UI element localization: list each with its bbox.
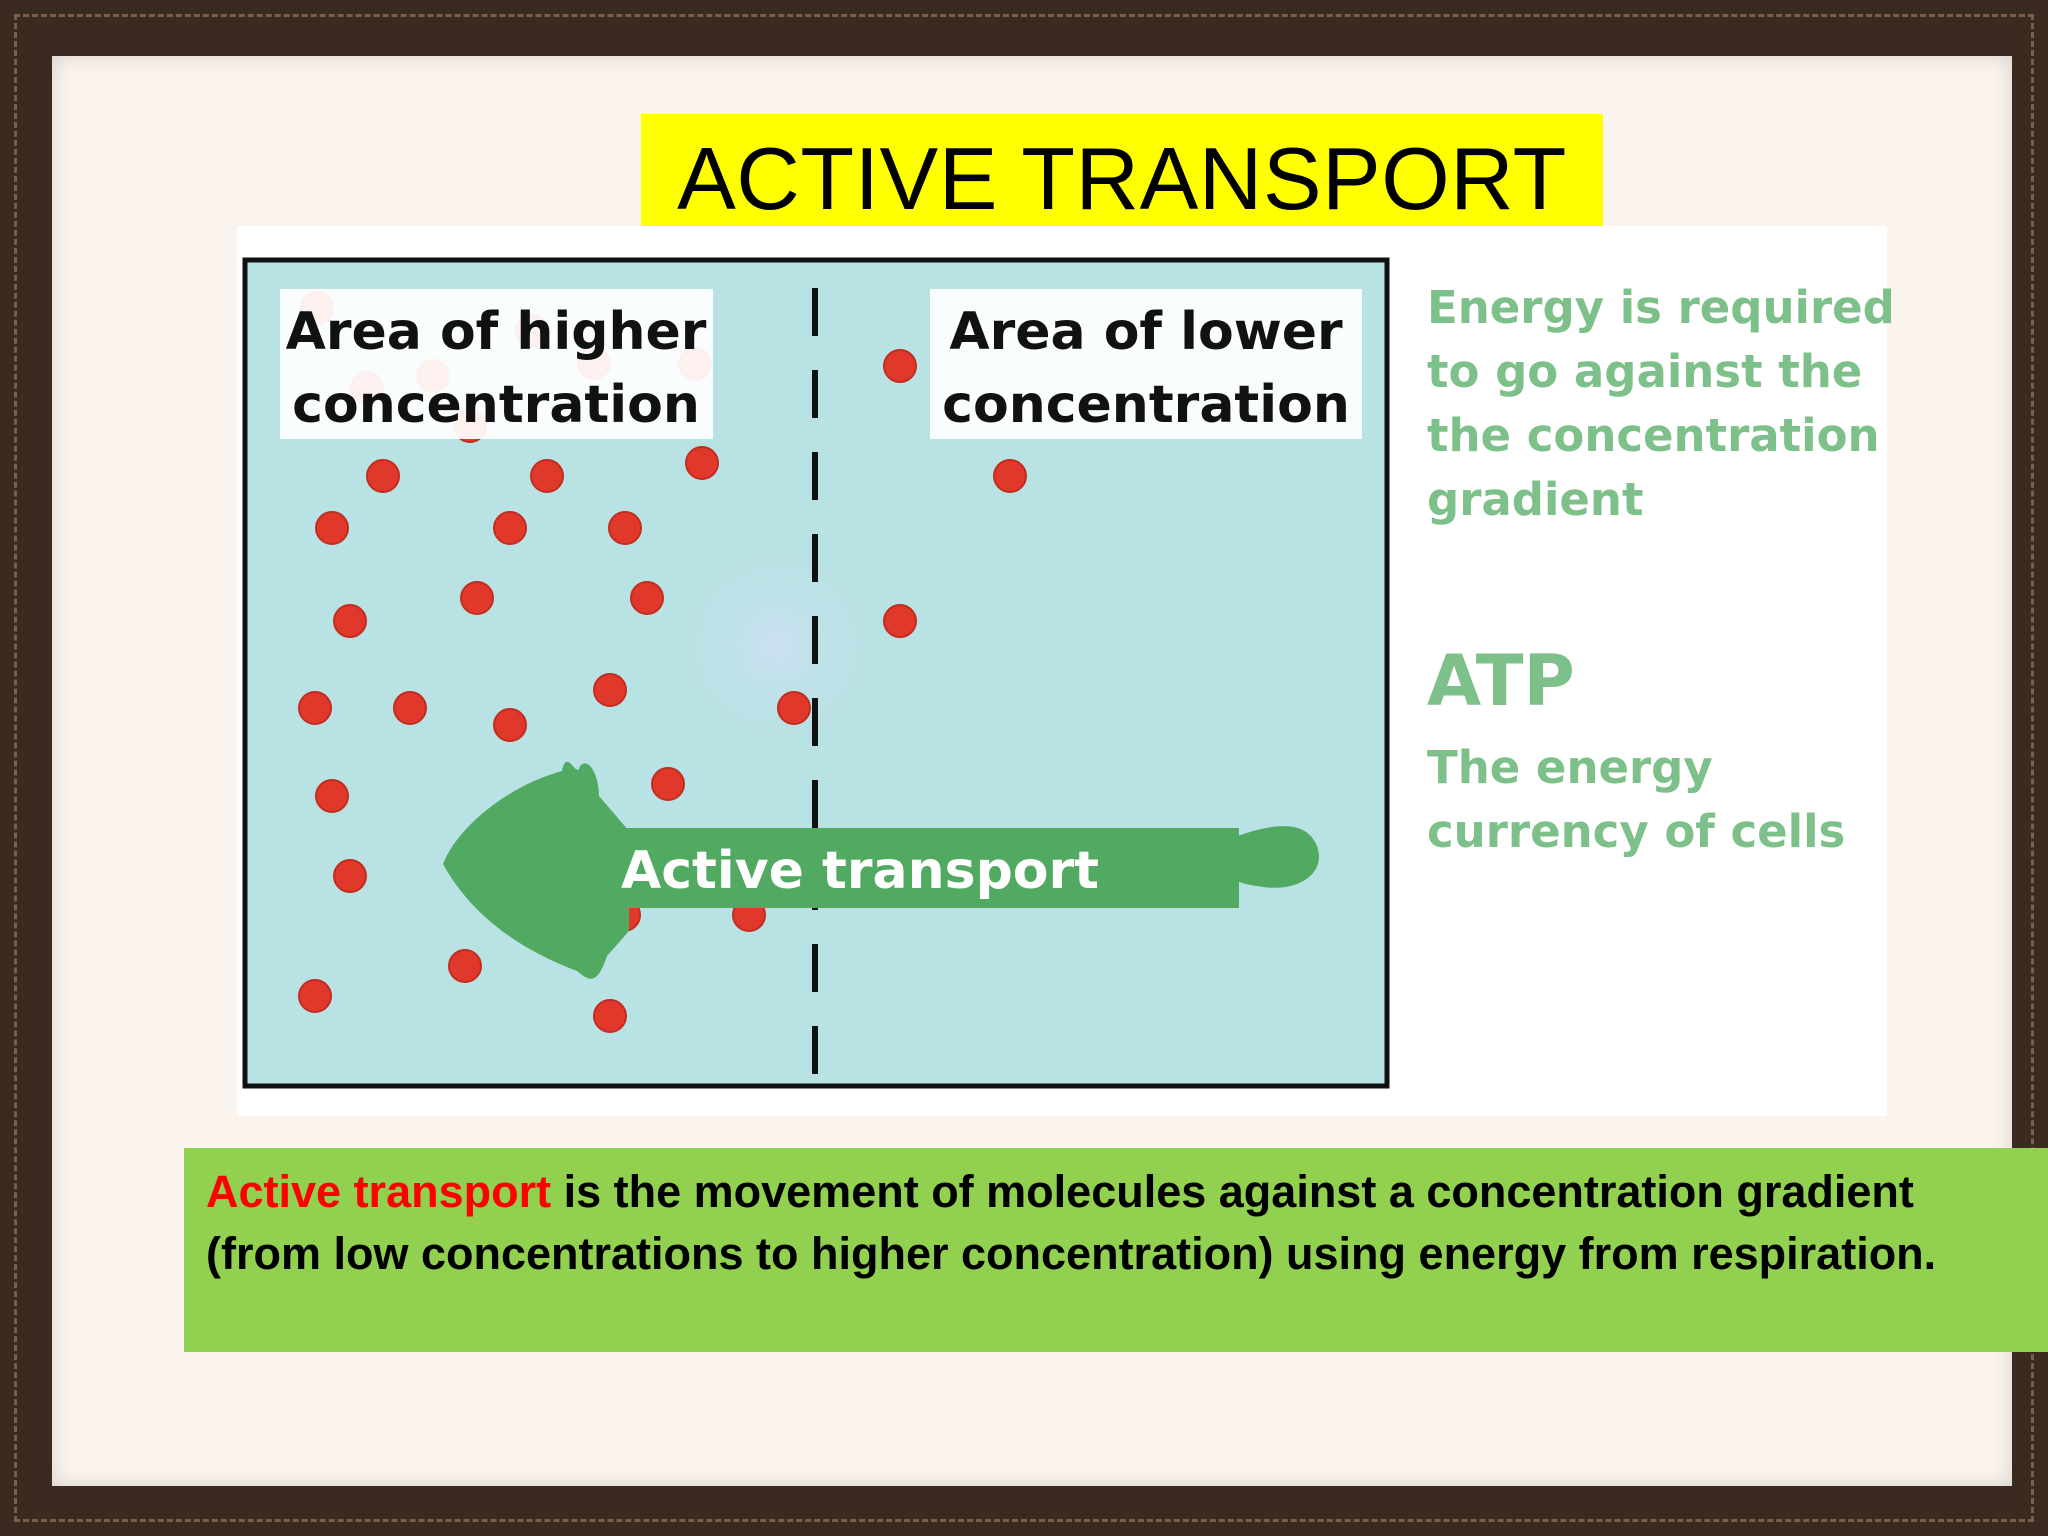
molecule-dot	[593, 999, 627, 1033]
molecule-dot	[608, 511, 642, 545]
molecule-dot	[651, 767, 685, 801]
title-banner: ACTIVE TRANSPORT	[641, 114, 1603, 244]
molecule-dot	[448, 949, 482, 983]
arrow-label: Active transport	[621, 841, 1099, 901]
energy-note: Energy is required to go against the the…	[1427, 281, 1895, 526]
molecule-dot	[460, 581, 494, 615]
molecule-dot	[366, 459, 400, 493]
arrow-shaft	[621, 828, 1239, 908]
molecule-dot	[993, 459, 1027, 493]
slide-title: ACTIVE TRANSPORT	[677, 129, 1567, 228]
molecule-dot	[530, 459, 564, 493]
molecule-dot	[493, 708, 527, 742]
left-label-box	[280, 289, 713, 439]
molecule-dot	[393, 691, 427, 725]
molecule-dot	[630, 581, 664, 615]
active-transport-diagram: Area of higher concentration Area of low…	[242, 257, 1390, 1089]
definition-text: Active transport is the movement of mole…	[206, 1161, 2037, 1285]
definition-body: is the movement of molecules against a c…	[206, 1166, 1937, 1279]
molecule-dot	[883, 604, 917, 638]
right-label-line-2: concentration	[942, 375, 1350, 435]
definition-term: Active transport	[206, 1166, 552, 1217]
atp-heading: ATP	[1427, 640, 1575, 722]
molecule-dot	[333, 604, 367, 638]
molecule-dot	[493, 511, 527, 545]
molecule-dot	[298, 979, 332, 1013]
left-label-line-2: concentration	[292, 375, 700, 435]
diagram-panel: Area of higher concentration Area of low…	[237, 226, 1887, 1116]
light-glow	[667, 536, 887, 756]
slide-canvas: ACTIVE TRANSPORT Area of higher concentr…	[52, 56, 2048, 1486]
left-label-line-1: Area of higher	[286, 302, 707, 362]
molecule-dot	[685, 446, 719, 480]
molecule-dot	[777, 691, 811, 725]
right-label-line-1: Area of lower	[949, 302, 1343, 362]
atp-description: The energy currency of cells	[1427, 741, 1846, 858]
molecule-dot	[298, 691, 332, 725]
arrow-head	[443, 761, 629, 979]
frame-stitching	[14, 14, 2034, 1522]
active-transport-arrow: Active transport	[443, 761, 1319, 979]
arrow-tail	[1232, 826, 1319, 888]
molecule-dot	[333, 859, 367, 893]
molecule-dot	[883, 349, 917, 383]
definition-box: Active transport is the movement of mole…	[184, 1148, 2048, 1352]
molecule-dot	[315, 779, 349, 813]
molecule-dot	[593, 673, 627, 707]
right-label-box	[930, 289, 1362, 439]
molecule-dot	[315, 511, 349, 545]
